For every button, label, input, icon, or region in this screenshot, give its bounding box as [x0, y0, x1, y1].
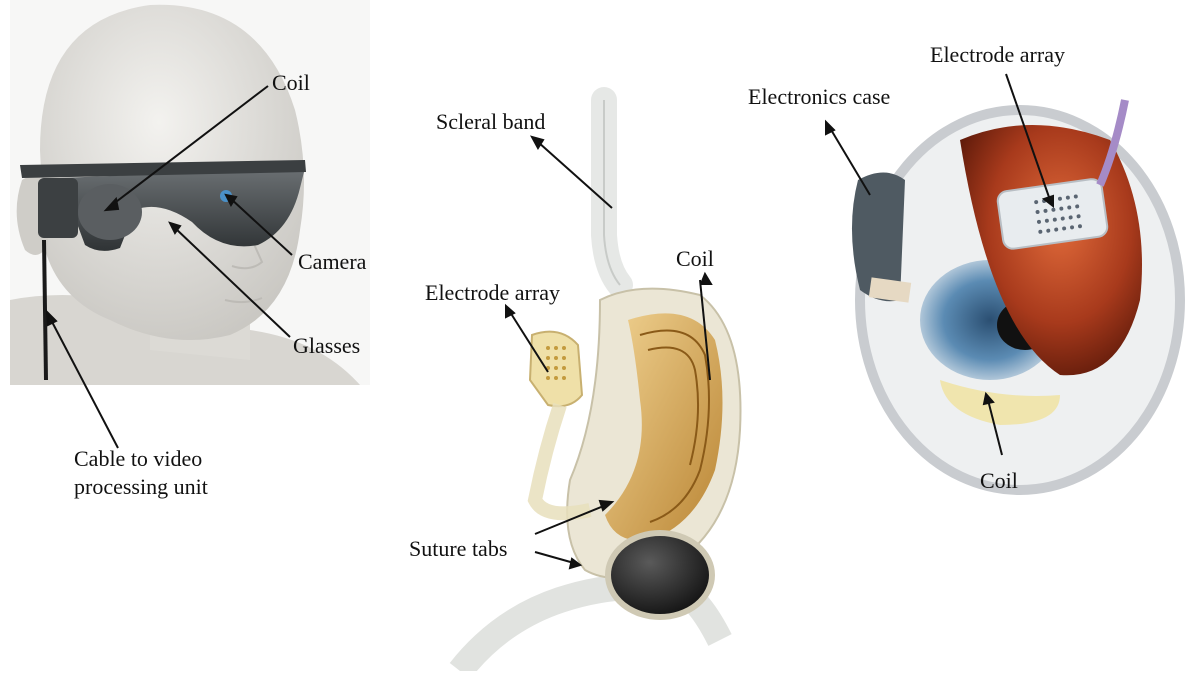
label-suture-tabs: Suture tabs — [409, 536, 507, 562]
label-cable-line2: processing unit — [74, 474, 208, 500]
eye-illustration — [852, 100, 1180, 490]
label-coil-left: Coil — [272, 70, 310, 96]
label-electronics-case: Electronics case — [748, 84, 890, 110]
label-camera: Camera — [298, 249, 366, 275]
implant-illustration — [460, 100, 741, 671]
label-coil-right: Coil — [980, 468, 1018, 494]
label-electrode-array-middle: Electrode array — [425, 280, 560, 306]
label-scleral-band: Scleral band — [436, 109, 545, 135]
label-glasses: Glasses — [293, 333, 360, 359]
label-electrode-array-right: Electrode array — [930, 42, 1065, 68]
head-illustration — [10, 0, 370, 385]
label-cable-line1: Cable to video — [74, 446, 202, 472]
label-coil-middle: Coil — [676, 246, 714, 272]
